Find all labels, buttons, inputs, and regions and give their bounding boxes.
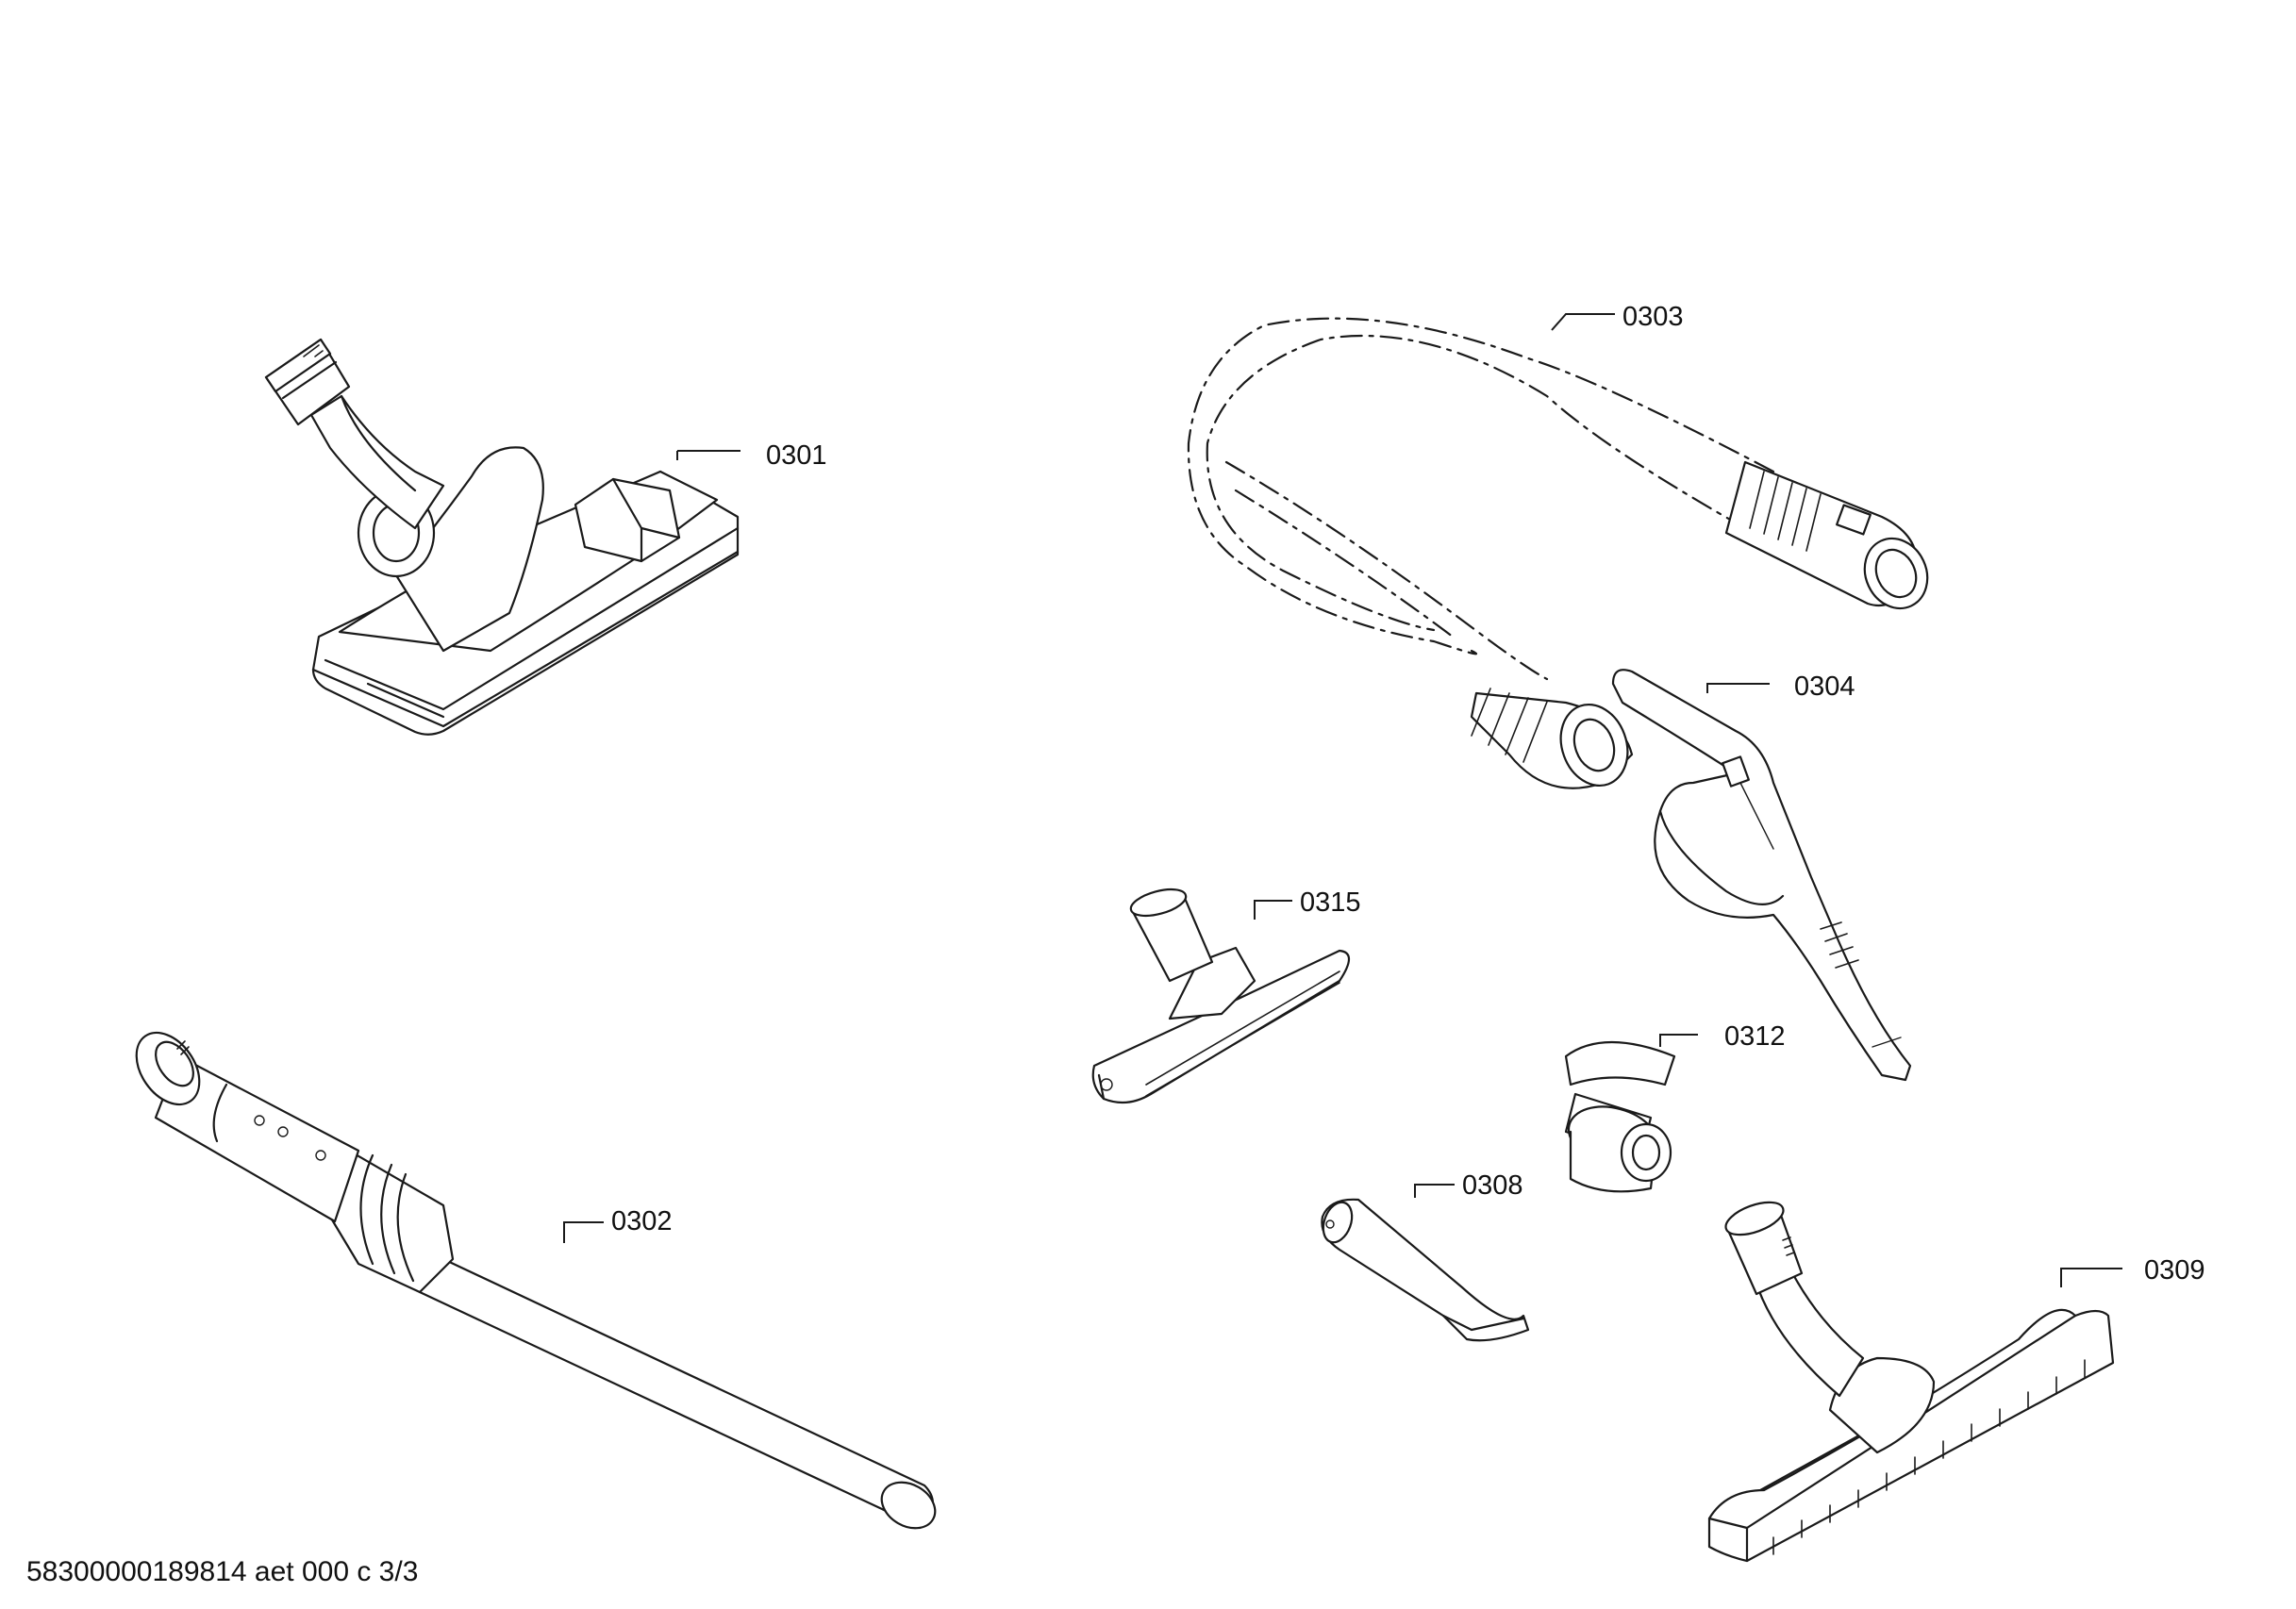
upholstery-nozzle-0315 [1091, 887, 1351, 1104]
accessory-clip-0312 [1564, 1040, 1676, 1193]
callout-0302: 0302 [611, 1206, 673, 1236]
crevice-tool-0308 [1321, 1198, 1530, 1342]
callout-0312: 0312 [1724, 1021, 1786, 1052]
handle-0304 [1611, 669, 1912, 1082]
extension-tube-0302 [135, 1031, 937, 1530]
floor-nozzle-0301 [264, 338, 740, 736]
suction-hose-0303 [1187, 317, 1929, 789]
document-id: 58300000189814 aet 000 c 3/3 [26, 1556, 419, 1587]
callout-0301: 0301 [766, 440, 827, 471]
callout-0308: 0308 [1462, 1170, 1523, 1201]
callout-0304: 0304 [1794, 672, 1855, 702]
callout-0309: 0309 [2144, 1255, 2205, 1286]
callout-0315: 0315 [1300, 887, 1361, 918]
callout-0303: 0303 [1622, 302, 1684, 332]
parquet-brush-0309 [1707, 1201, 2115, 1563]
